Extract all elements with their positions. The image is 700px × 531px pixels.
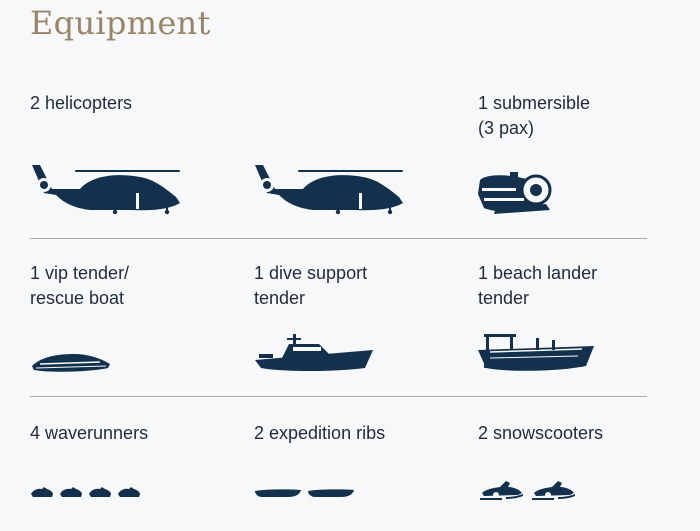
vip-tender-icon	[30, 352, 112, 374]
rib-icon	[254, 488, 302, 498]
dive-tender-icon	[253, 332, 375, 374]
submersible-icon	[476, 170, 552, 216]
beach-lander-icon	[476, 332, 598, 374]
label-vip-tender: 1 vip tender/ rescue boat	[30, 263, 130, 308]
label-waverunners: 4 waverunners	[30, 423, 149, 443]
rib-icon	[307, 488, 355, 498]
row-divider	[30, 238, 647, 239]
row-divider	[30, 396, 647, 397]
label-expedition-ribs: 2 expedition ribs	[254, 423, 386, 443]
label-submersible: 1 submersible (3 pax)	[478, 93, 591, 138]
helicopter-icon	[30, 163, 182, 215]
waverunner-icon	[88, 486, 112, 498]
label-beach-lander: 1 beach lander tender	[478, 263, 598, 308]
label-dive-tender: 1 dive support tender	[254, 263, 368, 308]
page-title: Equipment	[30, 4, 211, 42]
waverunner-icon	[59, 486, 83, 498]
waverunner-icon	[117, 486, 141, 498]
label-snowscooters: 2 snowscooters	[478, 423, 604, 443]
label-helicopters: 2 helicopters	[30, 93, 133, 113]
snowscooter-icon	[530, 479, 576, 501]
helicopter-icon	[253, 163, 405, 215]
snowscooter-icon	[478, 479, 524, 501]
waverunner-icon	[30, 486, 54, 498]
